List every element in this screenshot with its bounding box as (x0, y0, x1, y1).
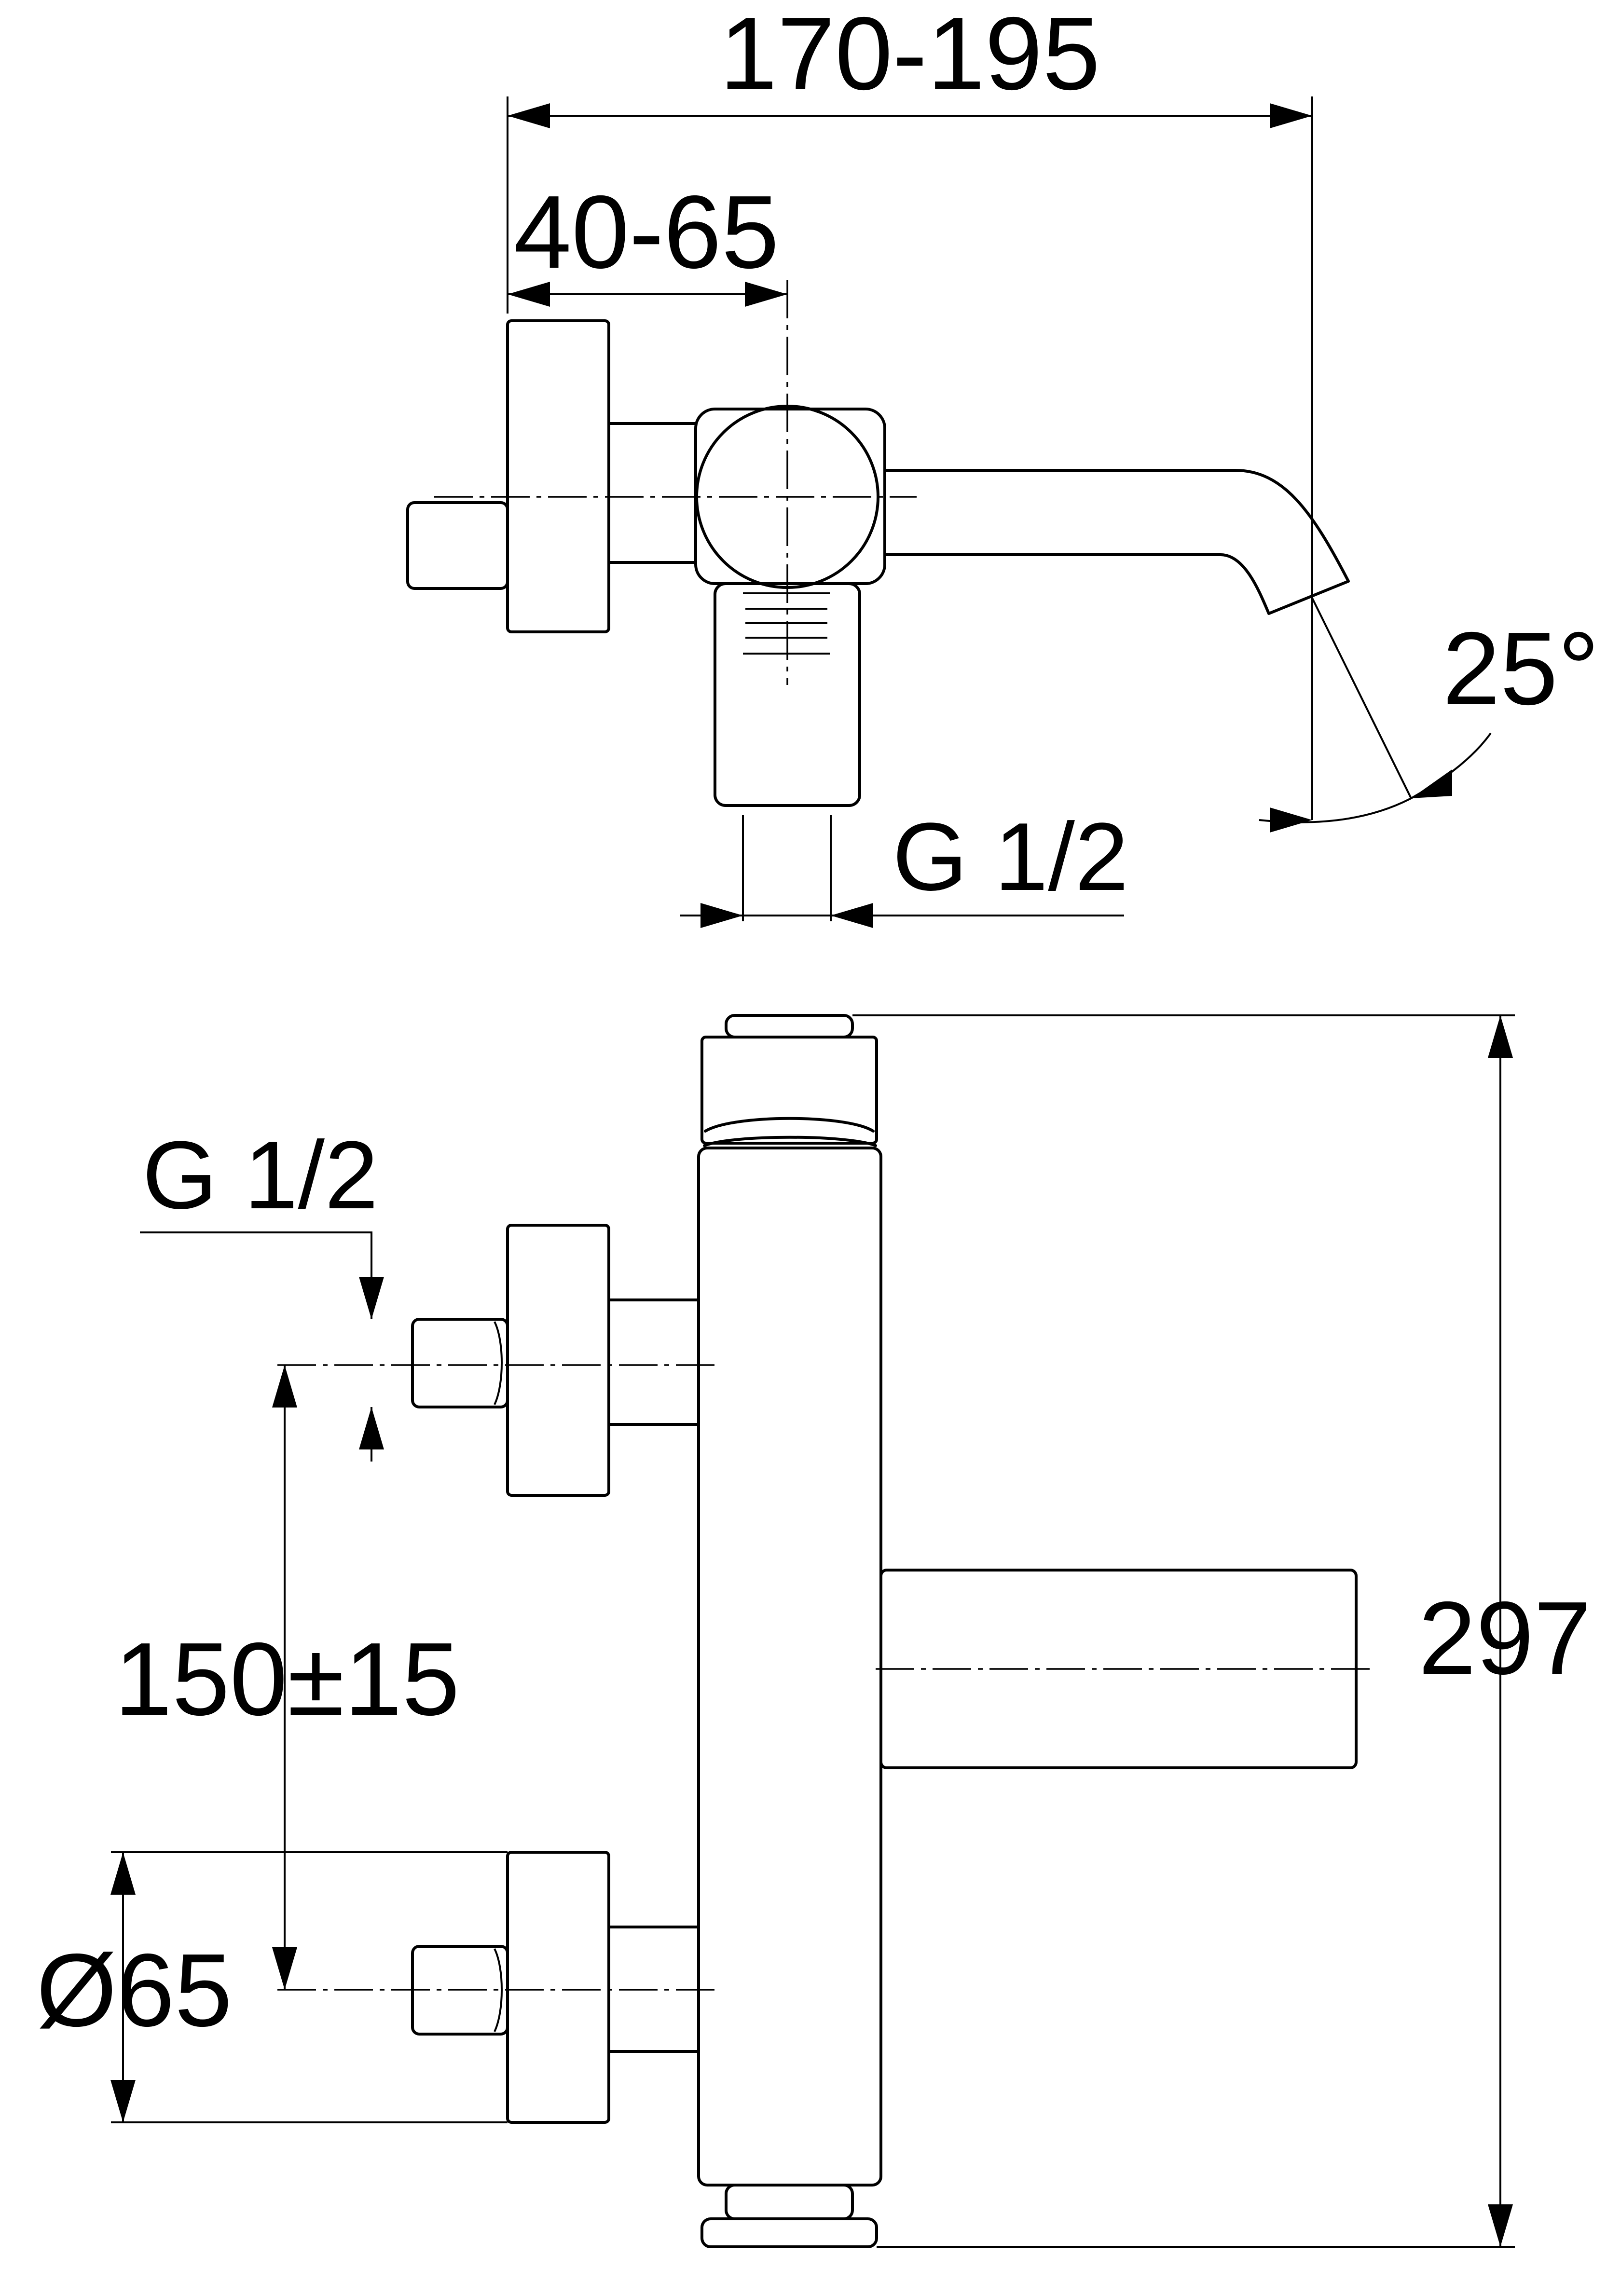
dim-total-height: 297 (1418, 1580, 1592, 1696)
dim-wall-to-axis: 40-65 (514, 174, 779, 290)
front-upper-nipple (411, 1318, 509, 1408)
dim-outlet-thread: G 1/2 (893, 803, 1128, 911)
front-upper-stub (607, 1298, 700, 1426)
top-outlet-connector (714, 582, 861, 807)
top-view: 170-195 40-65 25° G 1/2 (406, 0, 1599, 928)
top-outlet-threads (743, 592, 830, 655)
top-connection-pipe (607, 422, 697, 564)
dim-total-projection: 170-195 (719, 0, 1100, 111)
front-main-body (697, 1147, 882, 2187)
front-upper-escutcheon (506, 1224, 610, 1497)
dim-inlet-spacing: 150±15 (114, 1621, 460, 1737)
top-connector-stub (406, 501, 509, 590)
angle-arc (1259, 732, 1492, 823)
dim-inlet-thread: G 1/2 (142, 1121, 378, 1229)
top-escutcheon (506, 319, 610, 633)
front-bottom-knob (700, 2217, 878, 2248)
angle-reference-line (1311, 598, 1412, 799)
dim-spout-angle: 25° (1442, 610, 1599, 726)
dim-escutcheon-diameter: Ø65 (36, 1932, 232, 2048)
top-spout (883, 469, 1350, 615)
front-lower-escutcheon (506, 1851, 610, 2124)
front-bottom-cap (725, 2184, 854, 2220)
front-view: G 1/2 150±15 Ø65 297 (36, 1014, 1592, 2248)
front-top-handle (700, 1036, 878, 1145)
front-top-cap (725, 1014, 854, 1039)
